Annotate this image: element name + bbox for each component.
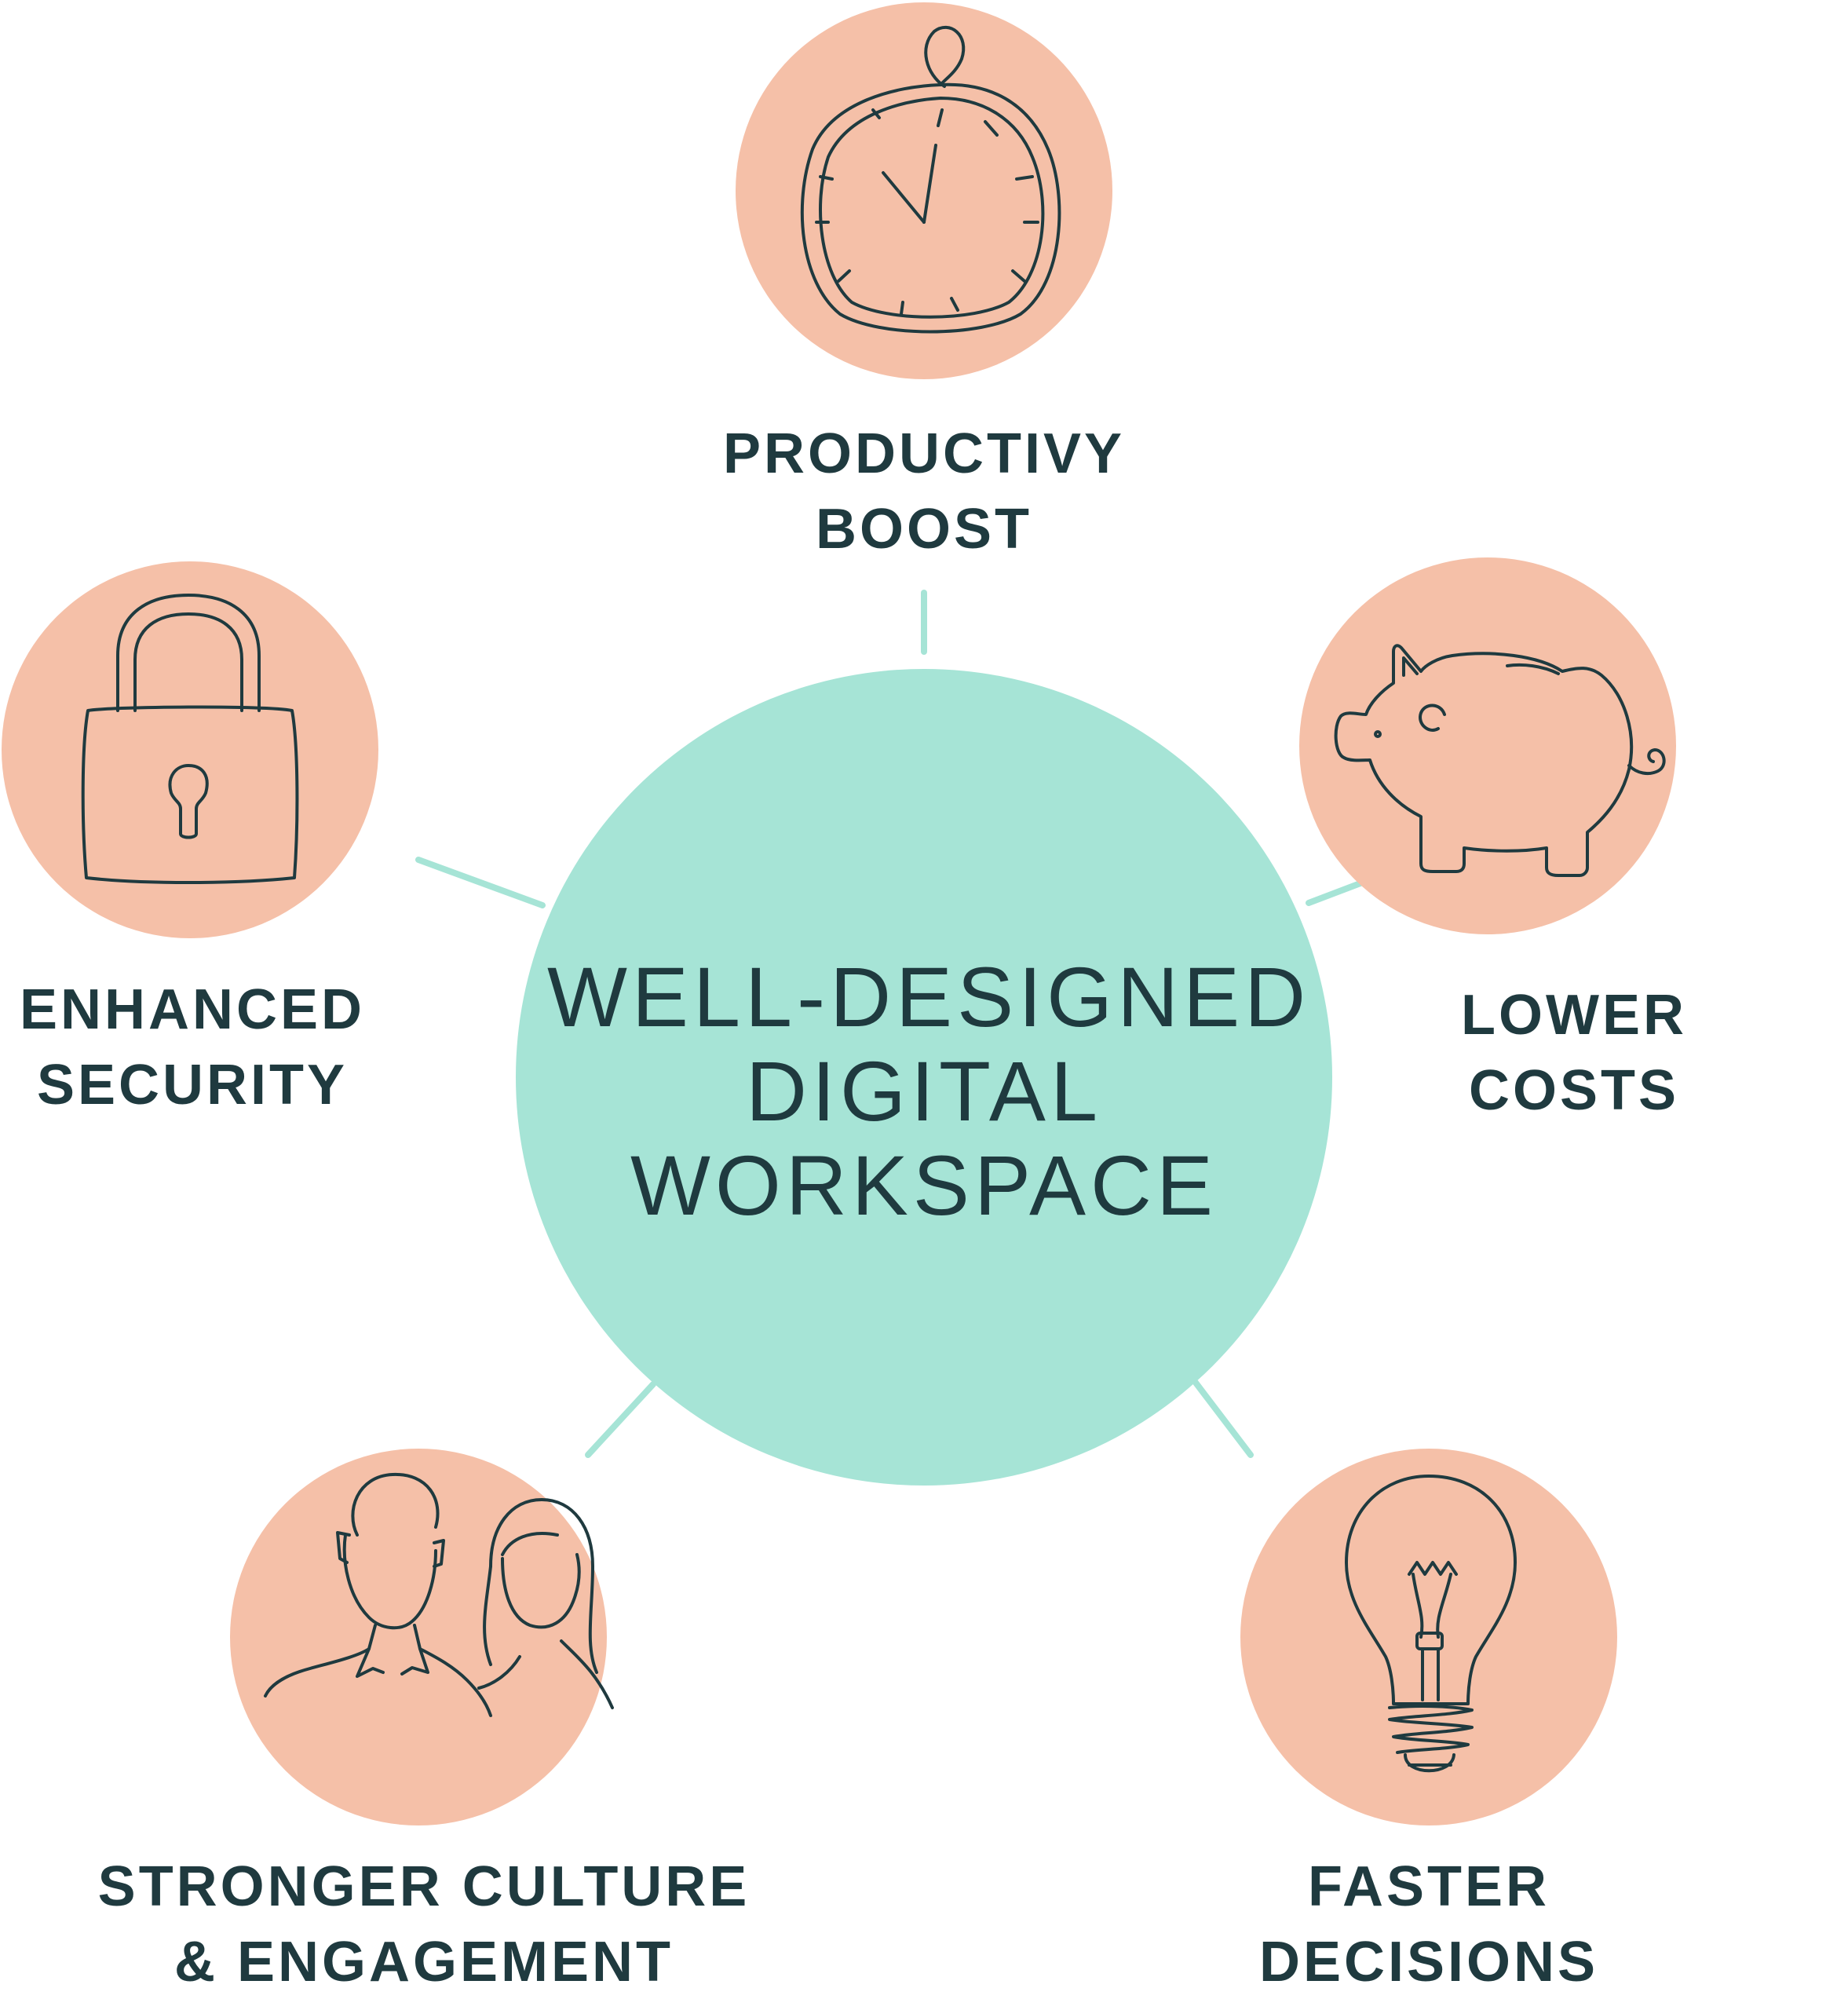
costs-label: LOWER COSTS [1323, 978, 1825, 1128]
costs-label-line-1: LOWER [1461, 984, 1687, 1047]
center-title-line-2: DIGITAL [745, 1043, 1103, 1138]
productivity-label-line-2: BOOST [815, 498, 1032, 561]
culture-label-line-1: STRONGER CULTURE [97, 1855, 751, 1918]
culture-label: STRONGER CULTURE & ENGAGEMENT [31, 1849, 816, 2000]
culture-label-line-2: & ENGAGEMENT [173, 1931, 674, 1994]
decisions-label: FASTER DECISIONS [1193, 1849, 1664, 2000]
center-title-line-3: WORKSPACE [630, 1138, 1218, 1233]
lightbulb-icon [1345, 1475, 1517, 1773]
security-label-line-1: ENHANCED [19, 978, 366, 1041]
connector-decisions [1190, 1376, 1254, 1458]
security-label: ENHANCED SECURITY [0, 972, 385, 1123]
piggy-bank-icon [1334, 644, 1666, 877]
node-security-circle [2, 561, 378, 938]
center-title: WELL-DESIGNED DIGITAL WORKSPACE [547, 949, 1311, 1233]
center-hub [516, 669, 1332, 1486]
node-costs-circle [1299, 557, 1676, 934]
connector-security [415, 857, 546, 908]
decisions-label-line-2: DECISIONS [1258, 1931, 1599, 1994]
decisions-label-line-1: FASTER [1307, 1855, 1550, 1918]
node-decisions-circle [1240, 1449, 1617, 1825]
costs-label-line-2: COSTS [1468, 1059, 1680, 1122]
stopwatch-icon [800, 26, 1061, 334]
people-icon [264, 1472, 614, 1717]
connector-culture [585, 1381, 656, 1458]
security-label-line-2: SECURITY [36, 1054, 349, 1116]
productivity-label-line-1: PRODUCTIVY [722, 422, 1126, 485]
padlock-icon [81, 594, 299, 884]
node-productivity-circle [736, 2, 1112, 379]
center-title-line-1: WELL-DESIGNED [547, 949, 1311, 1044]
productivity-label: PRODUCTIVY BOOST [610, 416, 1238, 567]
